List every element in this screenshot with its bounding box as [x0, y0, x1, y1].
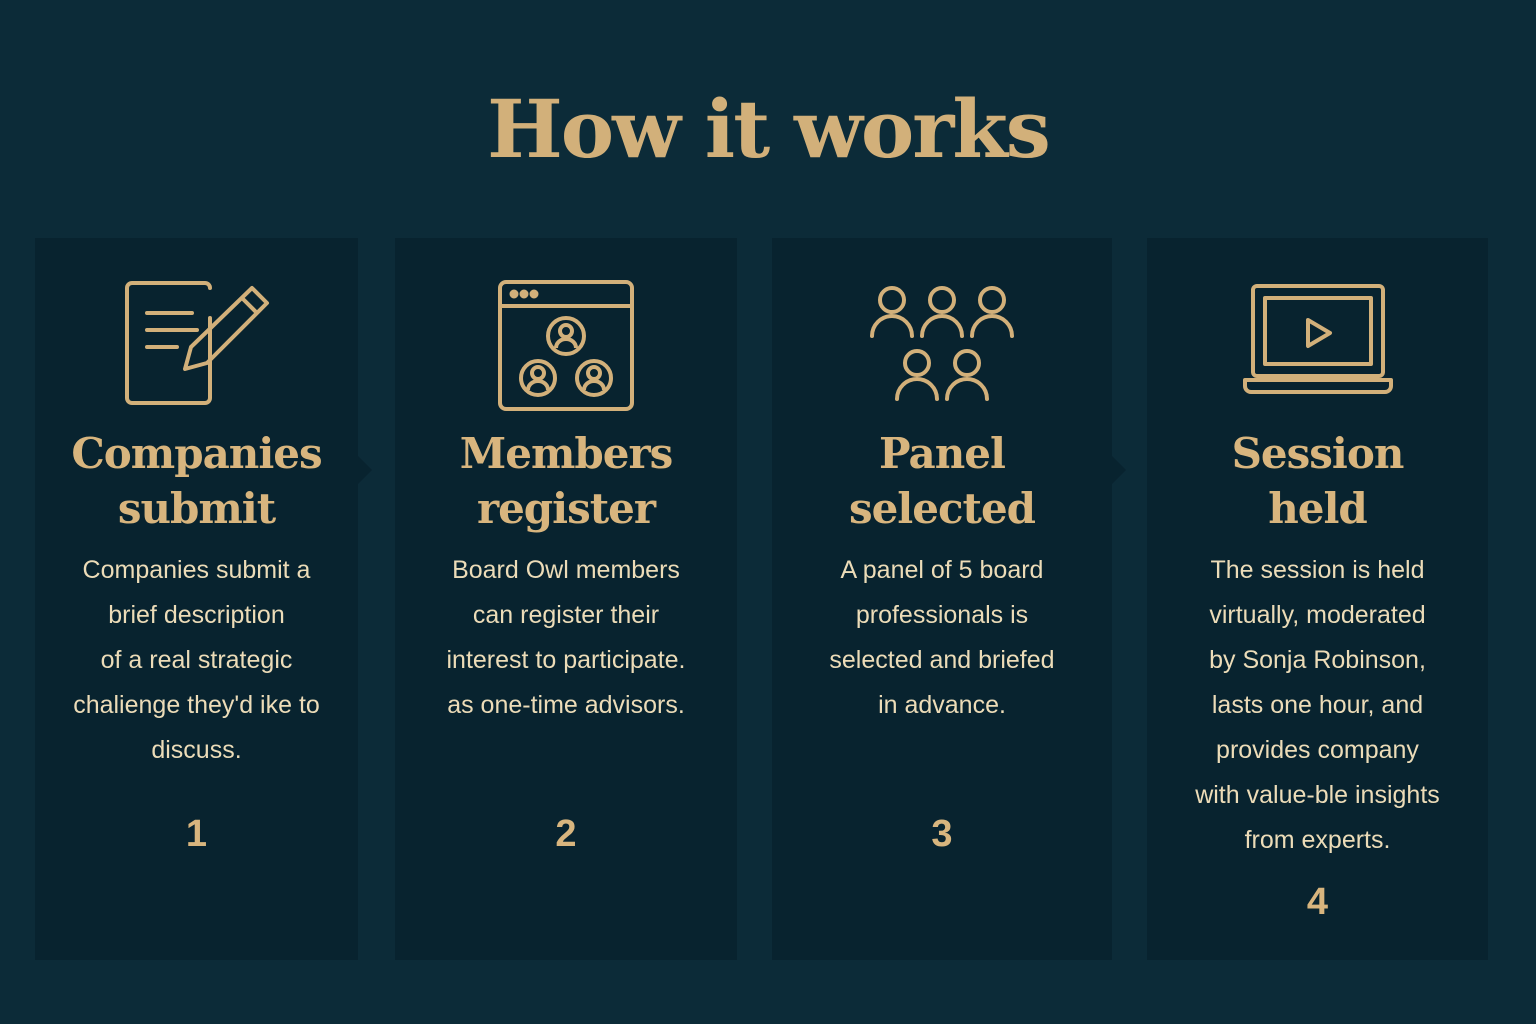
description-line: lasts one hour, and	[1211, 691, 1424, 719]
step-description: The session is held virtually, moderated…	[1157, 548, 1478, 863]
laptop-play-icon	[1242, 284, 1393, 394]
description-line: virtually, moderated	[1209, 601, 1426, 629]
description-line: from experts.	[1244, 826, 1391, 854]
step-description: Companies submit a brief description of …	[45, 548, 348, 773]
step-card-1: Companies submit Companies submit a brief…	[35, 238, 358, 960]
description-line: in advance.	[878, 691, 1006, 719]
step-heading-line: Members	[459, 429, 674, 478]
arrow-connector	[358, 456, 372, 484]
document-pencil-icon	[124, 281, 269, 405]
description-line: brief description	[108, 601, 285, 629]
browser-users-icon	[498, 280, 634, 411]
step-heading-line: submit	[117, 484, 276, 533]
step-description: A panel of 5 board professionals is sele…	[782, 548, 1102, 728]
step-heading-line: Companies	[71, 429, 322, 478]
description-line: interest to participate.	[446, 646, 686, 674]
description-line: Companies submit a	[82, 556, 311, 584]
description-line: with value-ble insights	[1195, 781, 1440, 809]
description-line: can register their	[472, 601, 660, 629]
page-title: How it works	[487, 82, 1051, 176]
step-number: 2	[555, 813, 577, 855]
step-card-3: Panel selected A panel of 5 board profess…	[772, 238, 1112, 960]
description-line: provides company	[1216, 736, 1419, 764]
step-number: 3	[931, 813, 953, 855]
description-line: A panel of 5 board	[840, 556, 1044, 584]
step-heading-line: Panel	[879, 429, 1006, 478]
step-heading-line: selected	[848, 484, 1036, 533]
description-line: by Sonja Robinson,	[1209, 646, 1426, 674]
description-line: professionals is	[855, 601, 1029, 629]
description-line: Board Owl members	[452, 556, 680, 584]
step-heading-line: Session	[1231, 429, 1405, 478]
description-line: discuss.	[151, 736, 242, 764]
description-line: chalienge they'd ike to	[73, 691, 320, 719]
step-heading-line: held	[1268, 484, 1368, 533]
step-number: 4	[1306, 881, 1329, 923]
step-card-2: Members register Board Owl members can re…	[395, 238, 737, 960]
step-description: Board Owl members can register their int…	[405, 548, 727, 728]
description-line: of a real strategic	[100, 646, 293, 674]
description-line: as one-time advisors.	[447, 691, 685, 719]
arrow-connector	[1112, 456, 1126, 484]
group-icon	[870, 286, 1014, 401]
description-line: selected and briefed	[829, 646, 1055, 674]
step-heading-line: register	[476, 484, 656, 533]
description-line: The session is held	[1210, 556, 1425, 584]
step-number: 1	[185, 813, 208, 855]
step-card-4: Session held The session is held virtuall…	[1147, 238, 1488, 960]
